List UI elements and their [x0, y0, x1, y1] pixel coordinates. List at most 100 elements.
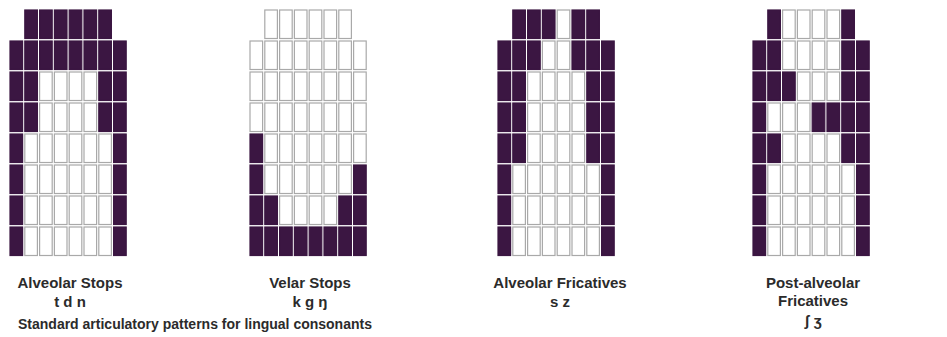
palate-cell [587, 165, 600, 194]
palate-cell [783, 103, 796, 132]
palate-cell [324, 41, 337, 70]
palate-cell [25, 227, 38, 256]
palate-cell [69, 134, 82, 163]
palate-cell [753, 165, 766, 194]
palate-cell [572, 41, 585, 70]
palate-cell [513, 196, 526, 225]
palate-cell [114, 134, 127, 163]
palate-cell [339, 10, 352, 39]
palate-cell [797, 41, 810, 70]
palate-cell [309, 10, 322, 39]
palate-cell [114, 103, 127, 132]
palate-cell [797, 72, 810, 101]
palate-cell [339, 72, 352, 101]
palate-cell [10, 41, 23, 70]
palate-cell [542, 103, 555, 132]
palate-cell [513, 165, 526, 194]
palate-cell [528, 227, 541, 256]
palate-cell [797, 196, 810, 225]
palate-cell [114, 196, 127, 225]
palate-cell [265, 41, 278, 70]
palate-cell [602, 196, 615, 225]
palate-cell [812, 134, 825, 163]
palate-cell [513, 41, 526, 70]
palate-cell [339, 196, 352, 225]
palate-cell [602, 165, 615, 194]
palate-cell [40, 41, 53, 70]
palate-cell [857, 196, 870, 225]
palate-cell [827, 196, 840, 225]
group-label: Alveolar Stops [0, 274, 170, 292]
palate-cell [753, 72, 766, 101]
palate-cell [294, 134, 307, 163]
palate-cell [25, 72, 38, 101]
palate-cell [557, 134, 570, 163]
phoneme-list: t d n [0, 293, 170, 311]
palate-cell [842, 10, 855, 39]
palate-cell [10, 165, 23, 194]
palate-cell [25, 103, 38, 132]
palate-cell [339, 41, 352, 70]
palate-cell [812, 165, 825, 194]
palate-cell [54, 165, 67, 194]
palate-cell [294, 165, 307, 194]
group-label: Velar Stops [210, 274, 410, 292]
palate-cell [324, 134, 337, 163]
palate-cell [40, 134, 53, 163]
palate-cell [84, 72, 97, 101]
palate-cell [324, 196, 337, 225]
palate-cell [25, 165, 38, 194]
palate-cell [354, 134, 367, 163]
palate-cell [54, 103, 67, 132]
palate-cell [25, 196, 38, 225]
palate-cell [528, 41, 541, 70]
palate-cell [84, 196, 97, 225]
palate-cell [812, 10, 825, 39]
palate-cell [542, 165, 555, 194]
palate-cell [309, 103, 322, 132]
palate-cell [827, 103, 840, 132]
palate-cell [542, 227, 555, 256]
palate-cell [54, 227, 67, 256]
palate-cell [797, 165, 810, 194]
palate-cell [265, 227, 278, 256]
palate-cell [498, 165, 511, 194]
palate-cell [572, 134, 585, 163]
palate-cell [99, 72, 112, 101]
palate-cell [250, 165, 263, 194]
palate-cell [99, 196, 112, 225]
palate-cell [54, 134, 67, 163]
palate-cell [513, 227, 526, 256]
palate-cell [294, 227, 307, 256]
palate-cell [10, 196, 23, 225]
group-label: Post-alveolar Fricatives [753, 274, 873, 310]
palate-cell [557, 10, 570, 39]
palate-cell [339, 227, 352, 256]
palate-cell [753, 196, 766, 225]
palate-cell [498, 41, 511, 70]
palate-cell [10, 103, 23, 132]
palate-cell [265, 165, 278, 194]
palate-cell [857, 72, 870, 101]
palate-cell [265, 72, 278, 101]
palate-cell [354, 227, 367, 256]
palate-cell [827, 72, 840, 101]
palate-cell [857, 134, 870, 163]
palate-cell [768, 41, 781, 70]
palate-cell [25, 134, 38, 163]
palate-cell [25, 41, 38, 70]
palate-cell [602, 72, 615, 101]
palate-cell [84, 165, 97, 194]
palate-cell [84, 41, 97, 70]
palate-cell [812, 103, 825, 132]
group-label: Alveolar Fricatives [460, 274, 660, 292]
figure-caption: Standard articulatory patterns for lingu… [18, 316, 372, 333]
palate-cell [354, 196, 367, 225]
palate-cell [324, 165, 337, 194]
palate-cell [827, 165, 840, 194]
palate-cell [528, 10, 541, 39]
palate-cell [265, 196, 278, 225]
palate-cell [250, 72, 263, 101]
palate-cell [114, 72, 127, 101]
palate-cell [339, 165, 352, 194]
